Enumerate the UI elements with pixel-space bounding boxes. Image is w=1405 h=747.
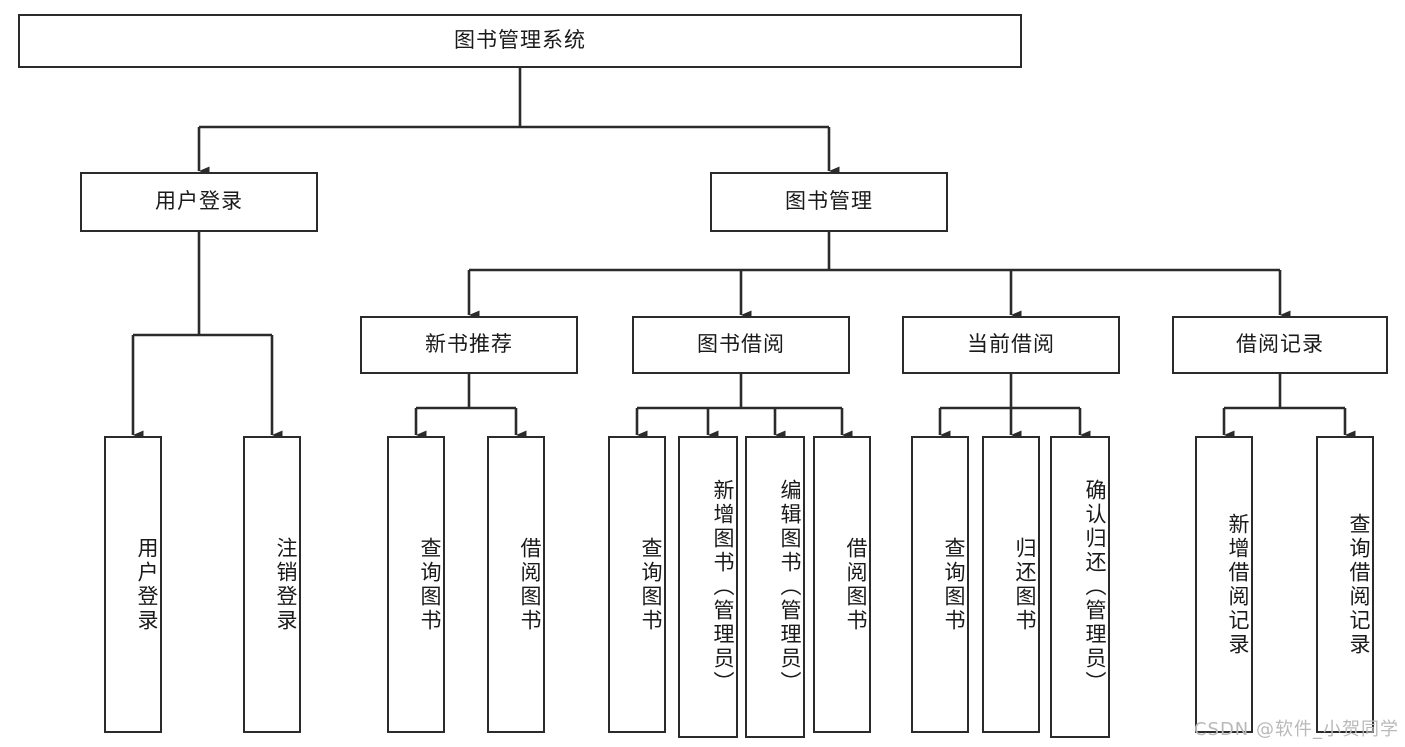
watermark: CSDN @软件_小贺同学 [1193, 719, 1399, 740]
leaf-logout-label: 注销登录 [274, 536, 298, 633]
leaf-borrow-book-2-label: 借阅图书 [844, 536, 868, 633]
node-book-manage-label: 图书管理 [785, 189, 873, 214]
node-user-login[interactable]: 用户登录 [80, 172, 318, 232]
leaf-add-book-label: 新增图书（管理员） [711, 479, 735, 695]
leaf-logout[interactable]: 注销登录 [243, 436, 301, 733]
leaf-add-borrow-record[interactable]: 新增借阅记录 [1195, 436, 1253, 733]
leaf-edit-book[interactable]: 编辑图书（管理员） [745, 436, 805, 738]
node-new-book-recommend-label: 新书推荐 [425, 332, 513, 357]
leaf-borrow-book-1[interactable]: 借阅图书 [487, 436, 545, 733]
node-current-borrow[interactable]: 当前借阅 [902, 316, 1120, 374]
leaf-borrow-book-2[interactable]: 借阅图书 [813, 436, 871, 733]
leaf-query-book-3[interactable]: 查询图书 [911, 436, 969, 733]
node-book-manage[interactable]: 图书管理 [710, 172, 948, 232]
node-borrow-record-label: 借阅记录 [1236, 332, 1324, 357]
leaf-query-book-2-label: 查询图书 [639, 536, 663, 633]
leaf-query-book-1-label: 查询图书 [418, 536, 442, 633]
node-new-book-recommend[interactable]: 新书推荐 [360, 316, 578, 374]
leaf-add-borrow-record-label: 新增借阅记录 [1226, 512, 1250, 657]
leaf-add-book[interactable]: 新增图书（管理员） [678, 436, 738, 738]
node-borrow-record[interactable]: 借阅记录 [1172, 316, 1388, 374]
leaf-query-borrow-record[interactable]: 查询借阅记录 [1316, 436, 1374, 733]
leaf-query-book-2[interactable]: 查询图书 [608, 436, 666, 733]
leaf-confirm-return[interactable]: 确认归还（管理员） [1050, 436, 1110, 738]
leaf-query-book-1[interactable]: 查询图书 [387, 436, 445, 733]
leaf-user-login-label: 用户登录 [135, 536, 159, 633]
leaf-confirm-return-label: 确认归还（管理员） [1083, 479, 1107, 695]
leaf-query-book-3-label: 查询图书 [942, 536, 966, 633]
leaf-query-borrow-record-label: 查询借阅记录 [1347, 512, 1371, 657]
node-root-label: 图书管理系统 [454, 28, 586, 53]
leaf-return-book-label: 归还图书 [1013, 536, 1037, 633]
node-current-borrow-label: 当前借阅 [967, 332, 1055, 357]
leaf-borrow-book-1-label: 借阅图书 [518, 536, 542, 633]
leaf-return-book[interactable]: 归还图书 [982, 436, 1040, 733]
leaf-user-login[interactable]: 用户登录 [104, 436, 162, 733]
leaf-edit-book-label: 编辑图书（管理员） [778, 479, 802, 695]
node-root[interactable]: 图书管理系统 [18, 14, 1022, 68]
node-user-login-label: 用户登录 [155, 189, 243, 214]
node-book-borrow-label: 图书借阅 [697, 332, 785, 357]
node-book-borrow[interactable]: 图书借阅 [632, 316, 850, 374]
